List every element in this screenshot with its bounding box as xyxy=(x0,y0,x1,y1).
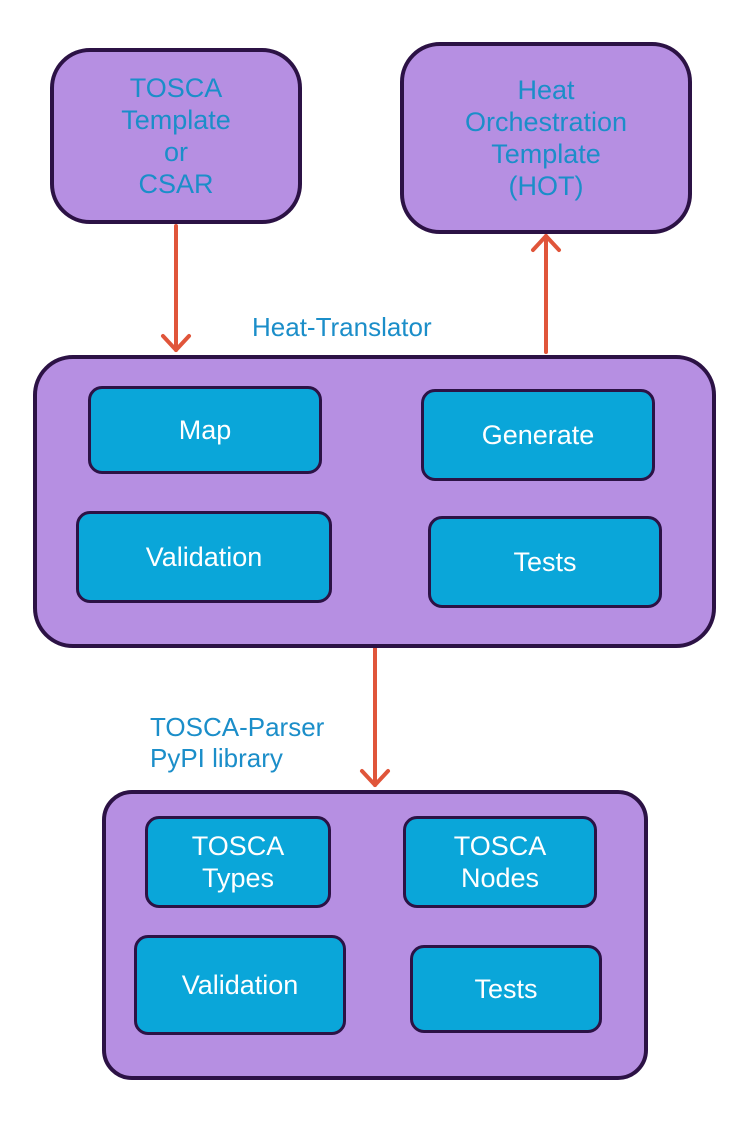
tosca-parser-label: TOSCA-Parser PyPI library xyxy=(150,712,325,773)
validation-module: Validation xyxy=(76,511,332,603)
arrow-input-to-translator xyxy=(161,224,191,352)
output-hot-box: Heat Orchestration Template (HOT) xyxy=(400,42,692,234)
parser-validation-module: Validation xyxy=(134,935,346,1035)
input-tosca-template-box: TOSCA Template or CSAR xyxy=(50,48,302,224)
tosca-nodes-module: TOSCA Nodes xyxy=(403,816,597,908)
tests-module: Tests xyxy=(428,516,662,608)
map-module: Map xyxy=(88,386,322,474)
parser-tests-module: Tests xyxy=(410,945,602,1033)
arrow-translator-to-hot xyxy=(531,234,561,354)
input-box-label: TOSCA Template or CSAR xyxy=(121,73,231,199)
tosca-types-module: TOSCA Types xyxy=(145,816,331,908)
output-box-label: Heat Orchestration Template (HOT) xyxy=(464,75,628,201)
generate-module: Generate xyxy=(421,389,655,481)
arrow-translator-to-parser xyxy=(360,646,390,787)
heat-translator-label: Heat-Translator xyxy=(252,312,432,342)
